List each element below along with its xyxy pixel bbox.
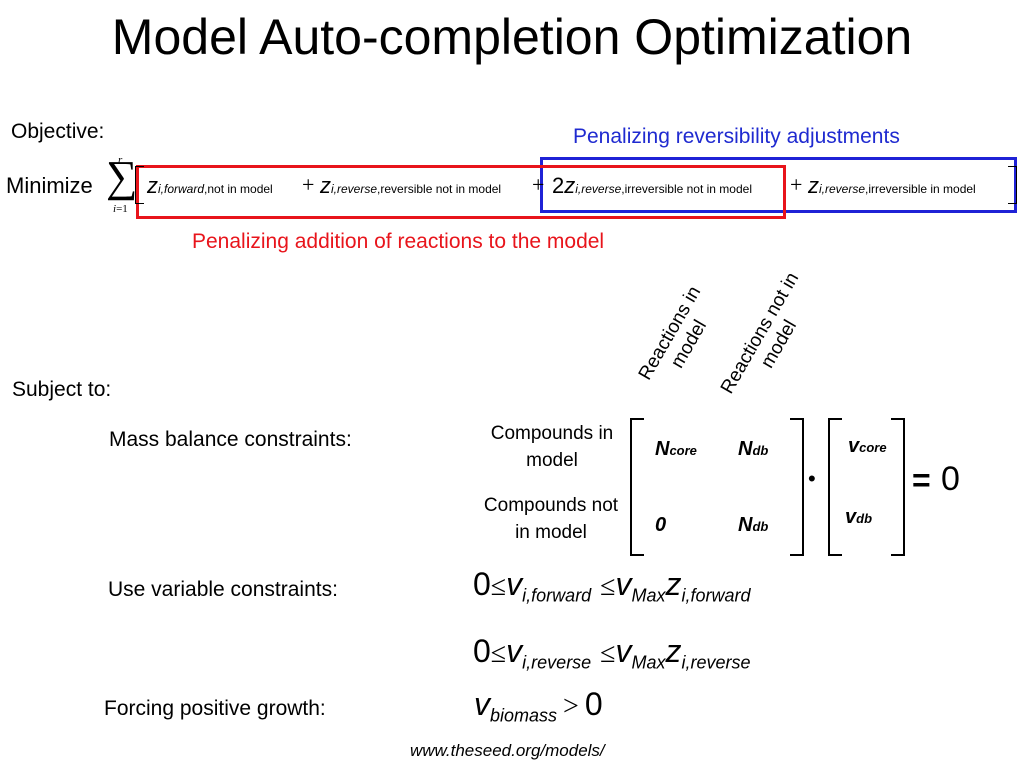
mass-balance-rhs: 0 — [941, 460, 960, 498]
matrix-zero: 0 — [655, 514, 667, 536]
plus-sign: + — [532, 172, 545, 197]
subject-to-label: Subject to: — [12, 378, 112, 401]
equals-sign: = — [912, 462, 931, 498]
use-variable-label: Use variable constraints: — [108, 578, 338, 601]
sum-upper-limit: r — [118, 154, 123, 166]
objective-right-bracket — [1008, 166, 1017, 204]
summation-symbol: ∑ — [106, 152, 138, 201]
vector-v-core: vcore — [848, 435, 887, 457]
objective-left-bracket — [135, 166, 144, 204]
objective-term-1: zi,forward,not in model — [147, 173, 273, 198]
growth-label: Forcing positive growth: — [104, 697, 326, 720]
addition-annotation: Penalizing addition of reactions to the … — [192, 230, 605, 253]
matrix-n-core: Ncore — [655, 438, 697, 460]
vector-left-bracket — [828, 418, 842, 556]
matrix-n-db-top: Ndb — [738, 438, 769, 460]
sum-lower-limit: i=1 — [113, 203, 128, 215]
reversibility-annotation: Penalizing reversibility adjustments — [573, 125, 900, 148]
matrix-left-bracket — [630, 418, 644, 556]
vector-v-db: vdb — [845, 506, 873, 528]
objective-term-4: zi,reverse,irreversible in model — [808, 173, 976, 198]
objective-term-2: zi,reverse,reversible not in model — [320, 173, 502, 198]
objective-label: Objective: — [11, 120, 105, 143]
growth-constraint: vbiomass>0 — [474, 686, 603, 726]
dot-product-symbol: • — [808, 466, 816, 491]
page-title: Model Auto-completion Optimization — [111, 9, 913, 65]
matrix-n-db-bottom: Ndb — [738, 514, 769, 536]
objective-term-3: 2zi,reverse,irreversible not in model — [552, 173, 752, 198]
footer-url: www.theseed.org/models/ — [410, 741, 605, 760]
row-label-compounds-not-in-model: Compounds not in model — [483, 495, 619, 543]
reversibility-highlight-box — [540, 157, 1017, 213]
addition-highlight-box — [136, 165, 786, 219]
reverse-constraint: 0≤vi,reverse ≤vMaxzi,reverse — [473, 633, 751, 673]
matrix-right-bracket — [790, 418, 804, 556]
minimize-label: Minimize — [6, 173, 93, 198]
forward-constraint: 0≤vi,forward ≤vMaxzi,forward — [473, 566, 751, 606]
plus-sign: + — [790, 172, 803, 197]
vector-right-bracket — [891, 418, 905, 556]
row-label-compounds-in-model: Compounds in model — [490, 423, 614, 471]
plus-sign: + — [302, 172, 315, 197]
mass-balance-label: Mass balance constraints: — [109, 428, 352, 451]
